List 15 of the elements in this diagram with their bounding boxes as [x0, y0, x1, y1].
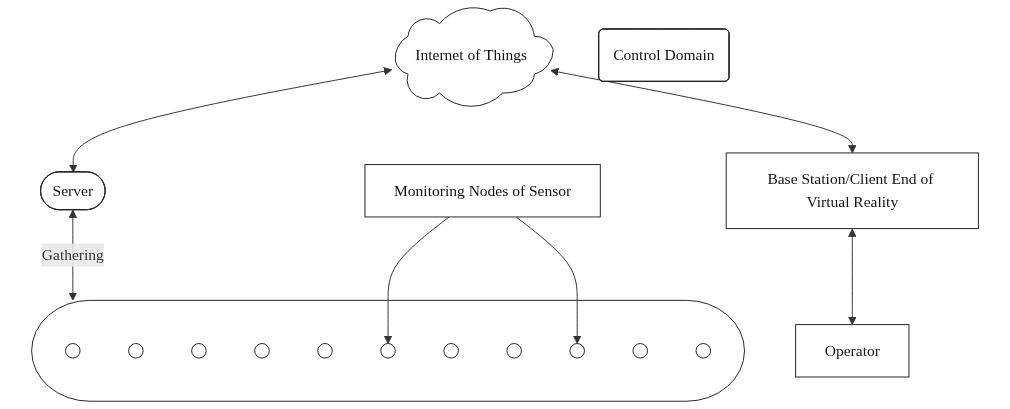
node-circle [65, 343, 81, 359]
node-circle [317, 343, 333, 359]
node-box: Operator [795, 324, 910, 378]
node-circle [128, 343, 144, 359]
node-box: Base Station/Client End of Virtual Reality [725, 152, 979, 230]
node-box: Monitoring Nodes of Sensor [364, 164, 601, 218]
node-circle [695, 343, 712, 359]
node-circle [191, 343, 207, 359]
node-circle [506, 343, 522, 359]
edge-label: Gathering [41, 246, 104, 263]
node-circle [632, 343, 648, 359]
node-circle [254, 343, 270, 359]
node-circle [443, 343, 459, 359]
node-circle [569, 343, 585, 359]
node-circle [380, 343, 396, 359]
